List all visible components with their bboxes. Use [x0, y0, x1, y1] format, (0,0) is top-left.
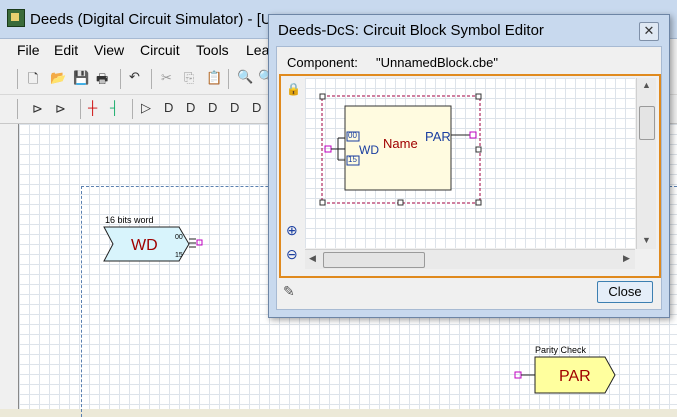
- main-window-title: Deeds (Digital Circuit Simulator) - [U: [30, 11, 272, 28]
- horizontal-scroll-thumb[interactable]: [323, 252, 425, 268]
- nor-gate-icon[interactable]: D: [230, 100, 240, 115]
- new-file-icon[interactable]: 🗋: [28, 71, 39, 86]
- wire-icon[interactable]: ┼: [88, 100, 98, 115]
- scroll-left-arrow-icon[interactable]: ◀: [309, 253, 316, 263]
- symbol-editor-frame: 🔒 ⊕ ⊖: [279, 74, 661, 278]
- word-block-label: WD: [131, 237, 158, 254]
- zoom-out-icon[interactable]: ⊖: [286, 246, 298, 262]
- menu-tools[interactable]: Tools: [196, 42, 229, 58]
- buffer-gate-icon[interactable]: ▷: [141, 100, 151, 115]
- toolbar-grip: [17, 99, 18, 119]
- xor-gate-icon[interactable]: D: [252, 100, 262, 115]
- word-block[interactable]: [101, 224, 211, 264]
- dialog-body: Component: "UnnamedBlock.cbe" 🔒 ⊕ ⊖: [276, 46, 662, 310]
- symbol-name: Name: [383, 136, 418, 151]
- parity-block-label: PAR: [559, 368, 591, 385]
- parity-block-caption: Parity Check: [535, 345, 587, 355]
- menu-learn[interactable]: Lea: [246, 42, 270, 58]
- symbol-input-label: WD: [359, 143, 379, 157]
- symbol-editor-canvas[interactable]: 00 WD 15 Name PAR: [305, 78, 635, 248]
- output-port-icon[interactable]: ⊳: [55, 101, 66, 116]
- cut-icon[interactable]: ✂: [161, 70, 172, 85]
- vertical-scrollbar[interactable]: ▲ ▼: [636, 78, 656, 249]
- component-filename: "UnnamedBlock.cbe": [376, 55, 498, 70]
- vertical-scroll-thumb[interactable]: [639, 106, 655, 140]
- component-label: Component:: [287, 55, 358, 70]
- wire-edit-icon[interactable]: ┤: [110, 100, 120, 115]
- toolbar-separator: [228, 69, 229, 89]
- dialog-title: Deeds-DcS: Circuit Block Symbol Editor: [278, 22, 544, 39]
- undo-icon[interactable]: ↶: [129, 69, 140, 84]
- scroll-right-arrow-icon[interactable]: ▶: [623, 253, 630, 263]
- dialog-close-icon[interactable]: ✕: [639, 22, 659, 41]
- print-icon[interactable]: 🖶: [96, 71, 109, 86]
- word-block-pin-bottom: 15: [175, 252, 183, 259]
- menu-circuit[interactable]: Circuit: [140, 42, 180, 58]
- symbol-editor-dialog: Deeds-DcS: Circuit Block Symbol Editor ✕…: [268, 14, 670, 318]
- copy-icon[interactable]: ⎘: [184, 70, 195, 85]
- symbol-preview: [319, 93, 482, 206]
- symbol-input-pin-bottom: 15: [348, 155, 357, 164]
- toolbar-grip: [17, 69, 18, 89]
- scroll-down-arrow-icon[interactable]: ▼: [642, 235, 651, 245]
- close-button[interactable]: Close: [597, 281, 653, 303]
- eraser-icon[interactable]: ✎: [283, 283, 295, 299]
- nand-gate-icon[interactable]: D: [186, 100, 196, 115]
- toolbar-separator: [151, 69, 152, 89]
- horizontal-scrollbar[interactable]: ◀ ▶: [305, 249, 635, 269]
- save-icon[interactable]: 💾: [73, 70, 90, 85]
- toolbar-separator: [132, 99, 133, 119]
- symbol-output-label: PAR: [425, 129, 451, 144]
- lock-icon[interactable]: 🔒: [286, 82, 301, 96]
- paste-icon[interactable]: 📋: [206, 70, 223, 85]
- toolbar-separator: [120, 69, 121, 89]
- menu-view[interactable]: View: [94, 42, 125, 58]
- scroll-up-arrow-icon[interactable]: ▲: [642, 80, 651, 90]
- or-gate-icon[interactable]: D: [208, 100, 218, 115]
- toolbar-separator: [80, 99, 81, 119]
- open-folder-icon[interactable]: 📂: [50, 70, 67, 85]
- menu-file[interactable]: File: [17, 42, 40, 58]
- word-block-caption: 16 bits word: [105, 215, 154, 225]
- input-port-icon[interactable]: ⊳: [32, 101, 43, 116]
- menu-edit[interactable]: Edit: [54, 42, 79, 58]
- parity-block[interactable]: [513, 354, 623, 394]
- word-block-pin-top: 00: [175, 234, 183, 241]
- zoom-in-icon[interactable]: 🔍: [237, 69, 254, 84]
- zoom-in-icon[interactable]: ⊕: [286, 222, 298, 238]
- symbol-input-pin-top: 00: [348, 131, 357, 140]
- app-icon: [7, 9, 25, 27]
- and-gate-icon[interactable]: D: [164, 100, 174, 115]
